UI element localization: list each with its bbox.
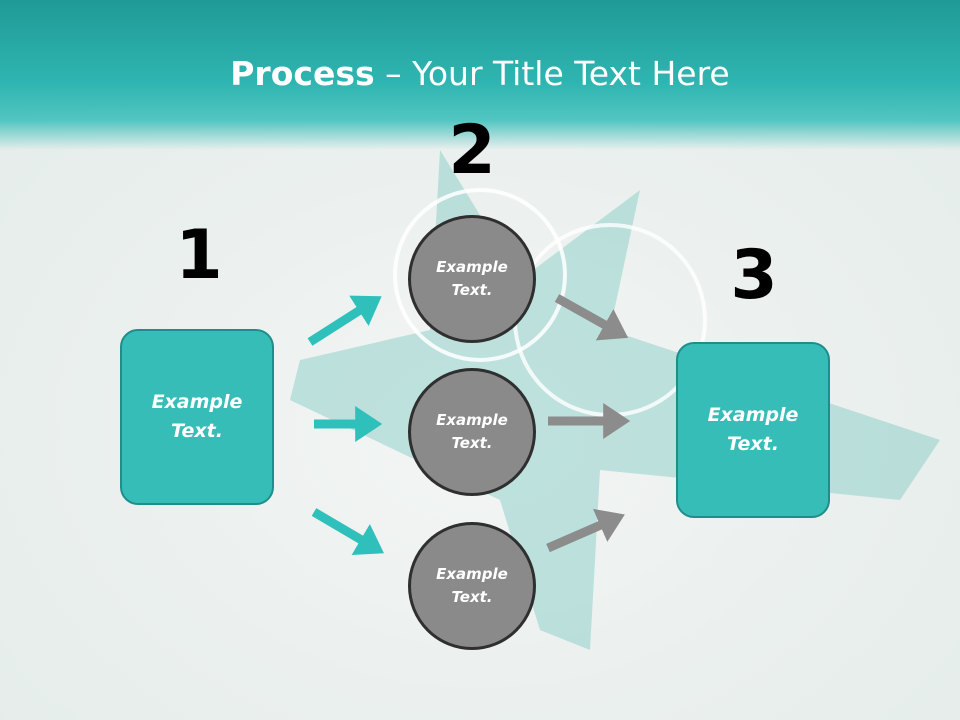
process-circle-2-label: Example Text. bbox=[436, 411, 508, 452]
arrow-from-circle-1 bbox=[554, 294, 629, 341]
title-banner bbox=[0, 0, 960, 150]
ring-shape bbox=[393, 188, 567, 362]
process-circle-3: Example Text. bbox=[408, 522, 536, 650]
arrow-to-circle-3 bbox=[311, 508, 384, 556]
step-number-3: 3 bbox=[730, 236, 778, 315]
step-number-1: 1 bbox=[175, 216, 223, 295]
page-title: Process – Your Title Text Here bbox=[0, 52, 960, 96]
step-box-1-label: Example Text. bbox=[151, 391, 243, 442]
process-circle-1: Example Text. bbox=[408, 215, 536, 343]
title-bold: Process bbox=[230, 54, 375, 93]
process-circle-1-label: Example Text. bbox=[436, 258, 508, 299]
step-box-3: Example Text. bbox=[676, 342, 830, 518]
process-circle-2: Example Text. bbox=[408, 368, 536, 496]
arrow-to-circle-1 bbox=[307, 295, 382, 346]
step-number-2: 2 bbox=[448, 111, 496, 190]
title-rest: – Your Title Text Here bbox=[374, 54, 730, 93]
process-circle-3-label: Example Text. bbox=[436, 565, 508, 606]
step-box-3-label: Example Text. bbox=[707, 404, 799, 455]
step-box-1: Example Text. bbox=[120, 329, 274, 505]
arrow-from-circle-3 bbox=[546, 508, 625, 553]
